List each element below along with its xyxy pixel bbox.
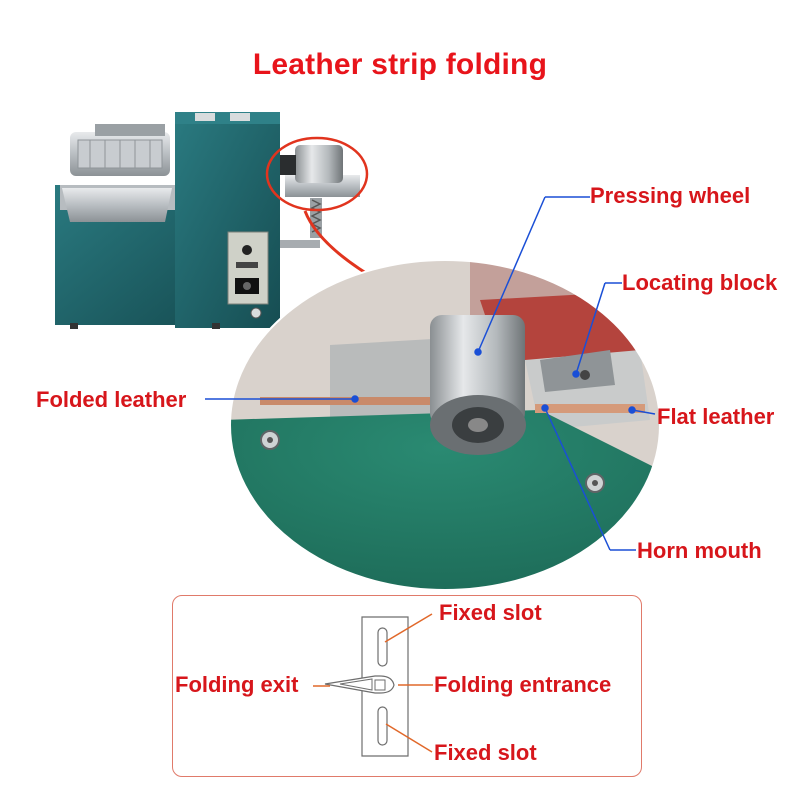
- schematic-box: [172, 595, 642, 777]
- leader-lines: [205, 196, 656, 551]
- label-flat-leather: Flat leather: [657, 404, 775, 429]
- highlight-circle: [265, 136, 369, 212]
- label-folding-entrance: Folding entrance: [434, 672, 612, 697]
- label-pressing-wheel: Pressing wheel: [590, 183, 751, 208]
- page-title: Leather strip folding: [252, 48, 548, 81]
- label-folded-leather: Folded leather: [36, 387, 187, 412]
- label-folding-exit: Folding exit: [175, 672, 299, 697]
- machine-image: [55, 112, 360, 329]
- closeup-image: [230, 260, 660, 590]
- label-fixed-slot-bottom: Fixed slot: [434, 740, 537, 765]
- label-locating-block: Locating block: [622, 270, 778, 295]
- label-horn-mouth: Horn mouth: [637, 538, 762, 563]
- label-fixed-slot-top: Fixed slot: [439, 600, 542, 625]
